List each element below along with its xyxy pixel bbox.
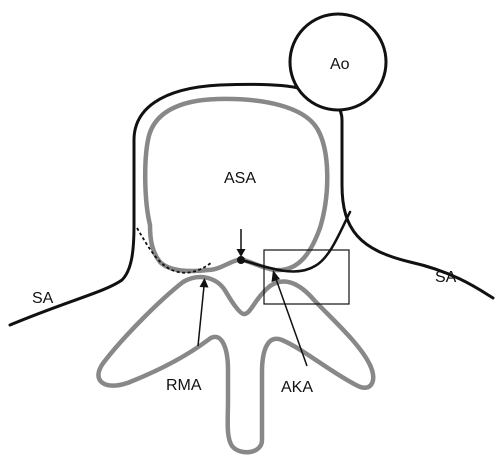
sa-left-label: SA [32, 290, 54, 307]
rma-label: RMA [166, 377, 202, 394]
junction-dot [237, 256, 245, 264]
segmental-artery-outline [10, 84, 493, 325]
aka-pointer-line [276, 279, 307, 366]
sa-right-label: SA [435, 269, 457, 286]
aka-label: AKA [281, 379, 313, 396]
vertebral-arch-outline [98, 277, 373, 452]
asa-label: ASA [224, 170, 256, 187]
asa-junction-arrow-head [237, 249, 246, 257]
aorta-label: Ao [330, 56, 350, 73]
rma-pointer-line [198, 286, 204, 346]
